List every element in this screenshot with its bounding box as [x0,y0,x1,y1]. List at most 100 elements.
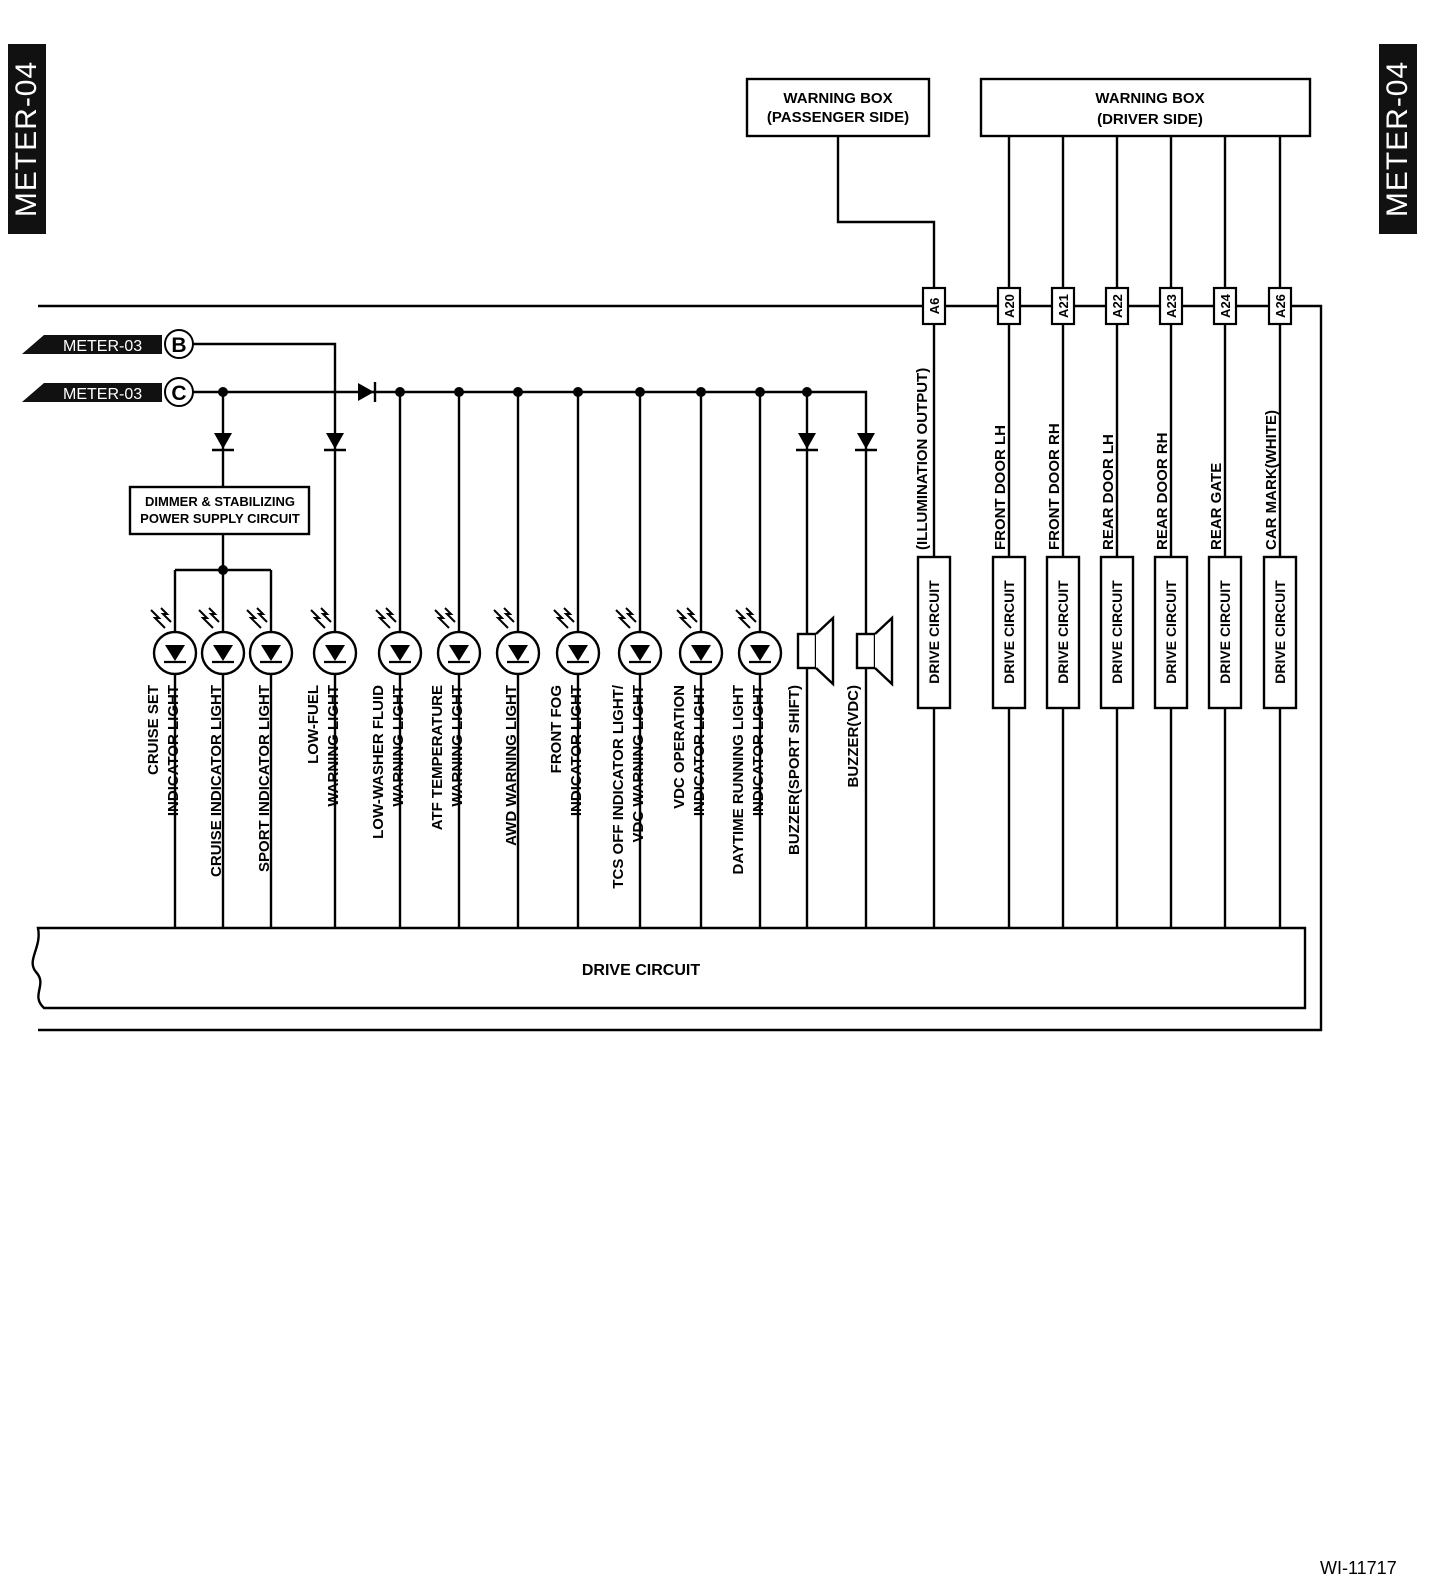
light-emission-icon [375,609,391,629]
light-emission-icon [615,609,631,629]
lamp-label: WARNING LIGHT [449,685,466,807]
connector-pin [1050,286,1076,326]
drive-circuit-label: DRIVE CIRCUIT [926,580,942,684]
series-diode-icon [358,383,374,401]
led-diode-icon [568,645,588,661]
bottom-drive-circuit-label: DRIVE CIRCUIT [582,962,700,979]
light-emission-icon [385,607,397,623]
output-label: FRONT DOOR RH [1046,423,1063,550]
drive-circuit-label: DRIVE CIRCUIT [1109,580,1125,684]
lamp-label: INDICATOR LIGHT [165,685,182,816]
lamp-label: VDC OPERATION [671,685,688,809]
dimmer-box [128,485,311,536]
feed-diodes [212,433,877,452]
junction-dot [573,387,583,397]
light-emission-icon [686,607,698,623]
connector-pin-label: A24 [1218,293,1233,318]
page-tag-right: METER-04 [1379,44,1417,234]
light-emission-icon [735,609,751,629]
meter-link-b-label: METER-03 [63,338,142,355]
connector-pin [1267,286,1293,326]
led-diode-icon [750,645,770,661]
connector-pin [1212,286,1238,326]
connector-pin-label: A21 [1056,294,1071,318]
junction-dot [696,387,706,397]
output-label: FRONT DOOR LH [992,425,1009,550]
junction-dimmer [218,565,228,575]
diode-icon [326,433,344,449]
lamp-label: LOW-WASHER FLUID [370,685,387,839]
light-emission-icon [625,607,637,623]
warning-box-driver [979,77,1312,138]
output-label: REAR DOOR LH [1100,434,1117,550]
speaker-cone-icon [815,615,835,687]
drive-circuit-box [1045,555,1081,710]
lamp-label: VDC WARNING LIGHT [630,685,647,843]
drive-circuit-label: DRIVE CIRCUIT [1163,580,1179,684]
light-emission-icon [208,607,220,623]
lamp-label: TCS OFF INDICATOR LIGHT/ [610,684,627,888]
dimmer-box-line2: POWER SUPPLY CIRCUIT [140,511,300,526]
light-emission-icon [444,607,456,623]
page-tag-left: METER-04 [8,44,46,234]
buzzer-icon [796,632,818,670]
lamp-label: CRUISE SET [145,685,162,775]
led-diode-icon [390,645,410,661]
buzzers: BUZZER(SPORT SHIFT) BUZZER(VDC) [786,392,894,928]
lamp-label: AWD WARNING LIGHT [503,685,520,846]
drive-circuit-label: DRIVE CIRCUIT [1272,580,1288,684]
light-emission-icon [553,609,569,629]
junction-dot [635,387,645,397]
light-emission-icon [745,607,757,623]
drive-circuit-label: DRIVE CIRCUIT [1217,580,1233,684]
passenger-box-wire [836,136,936,306]
bottom-drive-circuit-box [31,926,1307,1010]
light-emission-icon [676,609,692,629]
led-diode-icon [691,645,711,661]
junction-dot [513,387,523,397]
lamp-label: INDICATOR LIGHT [568,685,585,816]
warning-box-passenger-line2: (PASSENGER SIDE) [767,109,909,126]
drive-circuit-box [991,555,1027,710]
led-diode-icon [325,645,345,661]
light-emission-icon [198,609,214,629]
buzzer-label: BUZZER(VDC) [845,685,862,788]
light-emission-icon [310,609,326,629]
junction-dot [454,387,464,397]
lamp-label: ATF TEMPERATURE [429,685,446,830]
dimmer-box-line1: DIMMER & STABILIZING [145,494,295,509]
lamp-label: FRONT FOG [548,685,565,773]
led-diode-icon [261,645,281,661]
led-diode-icon [630,645,650,661]
output-label: REAR DOOR RH [1154,432,1171,550]
drive-circuit-box [1153,555,1189,710]
warning-box-passenger [745,77,931,138]
drive-circuit-label: DRIVE CIRCUIT [1055,580,1071,684]
lamp-label: SPORT INDICATOR LIGHT [256,685,273,872]
connector-pin [921,286,947,326]
light-emission-icon [160,607,172,623]
wire-b [193,342,337,928]
warning-box-driver-line2: (DRIVER SIDE) [1097,111,1203,128]
output-label: REAR GATE [1208,463,1225,550]
led-diode-icon [449,645,469,661]
drive-circuit-box [1099,555,1135,710]
drive-circuit-box [1207,555,1243,710]
junction-dot [755,387,765,397]
output-label: (ILLUMINATION OUTPUT) [914,368,931,550]
buzzer-label: BUZZER(SPORT SHIFT) [786,685,803,855]
lamp-label: INDICATOR LIGHT [691,685,708,816]
output-label: CAR MARK(WHITE) [1263,410,1280,550]
meter-link-c-letter: C [171,382,186,405]
meter-link-c-label: METER-03 [63,386,142,403]
drive-circuit-label: DRIVE CIRCUIT [1001,580,1017,684]
light-emission-icon [320,607,332,623]
light-emission-icon [563,607,575,623]
led-diode-icon [165,645,185,661]
lamp-label: CRUISE INDICATOR LIGHT [208,685,225,877]
warning-box-passenger-line1: WARNING BOX [783,90,892,107]
junction-dot [395,387,405,397]
meter-link-b-letter: B [171,334,186,357]
light-emission-icon [246,609,262,629]
